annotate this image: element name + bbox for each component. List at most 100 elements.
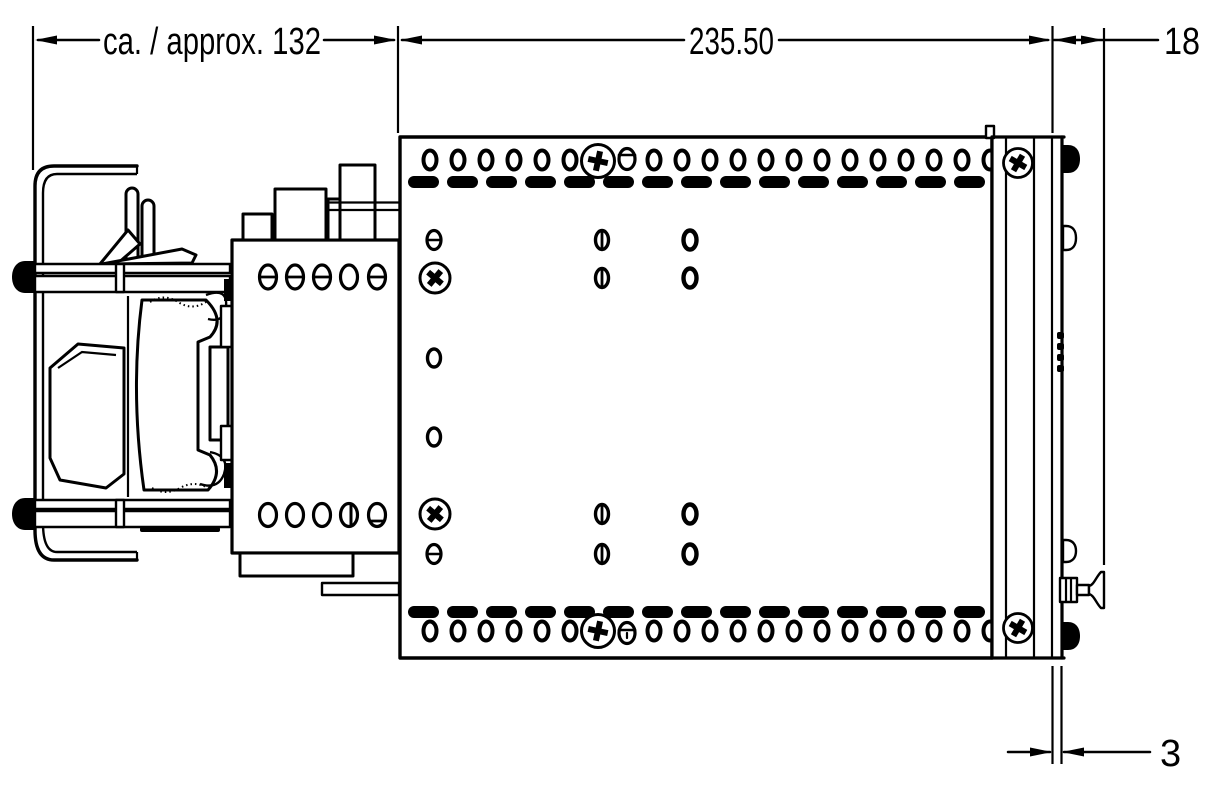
bus-rail-bottom-thin: [33, 498, 232, 511]
bus-rail-top-thin: [33, 262, 232, 275]
terminal-block-body: [230, 238, 401, 555]
bus-rail-bottom-thick: [33, 509, 232, 529]
vent-slot: [954, 176, 985, 188]
vent-hole: [449, 619, 467, 643]
vent-slot: [837, 176, 868, 188]
vent-hole: [869, 619, 887, 643]
terminal-block: [230, 163, 401, 597]
spring-wave-bottom: [151, 483, 209, 493]
rail-end-cap-bottom: [12, 498, 36, 530]
vertical-slot-hole: [593, 228, 611, 566]
block-top-strip: [326, 197, 342, 242]
arrowhead-icon: [1030, 747, 1052, 757]
vent-hole: [757, 148, 775, 172]
vent-slot: [720, 606, 751, 618]
vent-hole: [673, 619, 691, 643]
chassis-plate: [398, 135, 999, 660]
vent-hole: [561, 148, 579, 172]
spring-wave-top: [149, 296, 207, 308]
dimension-label-overall-left: ca. / approx. 132: [103, 21, 321, 63]
rail-end-cap-top: [12, 261, 36, 293]
vent-hole-row-top: [421, 148, 999, 172]
vent-hole: [841, 148, 859, 172]
terminal-screw: [311, 501, 333, 529]
terminal-screw: [257, 501, 279, 529]
vent-slot: [408, 606, 439, 618]
vent-slot: [798, 606, 829, 618]
panel-face: [992, 137, 1064, 658]
vent-slot: [642, 176, 673, 188]
vent-slot: [720, 176, 751, 188]
vent-hole: [785, 148, 803, 172]
vent-slot: [954, 606, 985, 618]
vent-hole: [421, 148, 439, 172]
vent-hole: [897, 148, 915, 172]
phillips-screw-icon: [580, 143, 616, 179]
terminal-screw: [338, 501, 360, 529]
terminal-screw: [366, 501, 388, 529]
arrowhead-icon: [400, 35, 422, 45]
front-panel: [984, 124, 1106, 660]
vent-hole: [645, 619, 663, 643]
phillips-screw-icon: [1002, 147, 1034, 179]
pilot-hole: [425, 426, 443, 448]
slotted-screw-icon: [617, 146, 637, 172]
vent-hole: [785, 619, 803, 643]
dimension-front-depth: 18: [1052, 21, 1200, 565]
din-rail-clip: [134, 298, 219, 492]
vent-hole: [645, 148, 663, 172]
terminal-screw: [338, 263, 360, 291]
arrowhead-icon: [1062, 747, 1084, 757]
vent-hole: [953, 148, 971, 172]
clip-bar: [140, 527, 220, 532]
vent-hole: [505, 148, 523, 172]
connector-housing-inner-line: [57, 350, 117, 369]
vent-slot: [603, 606, 634, 618]
vent-slot: [603, 176, 634, 188]
vent-slot: [525, 176, 556, 188]
vent-slot-row-bottom: [408, 606, 985, 618]
vent-hole: [505, 619, 523, 643]
vent-strip: [1057, 332, 1064, 372]
dimension-overall-left: ca. / approx. 132: [31, 21, 400, 170]
phillips-screw-icon: [418, 497, 452, 531]
vent-hole: [897, 619, 915, 643]
block-edge-bump: [219, 424, 234, 462]
vent-hole: [533, 619, 551, 643]
phillips-screw-icon: [580, 613, 616, 649]
vent-slot: [408, 176, 439, 188]
dimension-label-panel-thickness: 3: [1160, 733, 1181, 775]
vent-hole: [953, 619, 971, 643]
vent-slot: [915, 606, 946, 618]
vent-hole: [813, 619, 831, 643]
screw-head-side: [1063, 145, 1080, 173]
rail-joint-bottom: [114, 498, 126, 529]
vent-hole: [757, 619, 775, 643]
arrowhead-icon: [374, 35, 396, 45]
block-top-bump-1: [241, 212, 274, 242]
captive-thumb-screw: [1058, 570, 1106, 610]
block-top-bump-2: [273, 187, 328, 242]
arrowhead-icon: [1029, 35, 1051, 45]
block-edge-pin: [224, 463, 232, 488]
terminal-screw-row-bottom: [257, 501, 388, 529]
connector-bump: [1061, 538, 1078, 564]
terminal-screw: [284, 501, 306, 529]
block-edge-pin: [224, 279, 232, 301]
vent-hole: [421, 619, 439, 643]
vent-slot: [759, 606, 790, 618]
vent-slot: [759, 176, 790, 188]
vent-slot: [915, 176, 946, 188]
dimension-label-front-depth: 18: [1164, 21, 1200, 63]
dimension-label-body-width: 235.50: [689, 21, 774, 63]
rail-joint-top: [114, 262, 126, 294]
phillips-screw-icon: [1002, 612, 1034, 644]
din-rail-profile: [208, 345, 230, 442]
interior-fasteners: [418, 228, 699, 566]
vent-hole: [701, 619, 719, 643]
vent-hole: [533, 148, 551, 172]
dimension-panel-thickness: 3: [1006, 666, 1181, 775]
vent-hole-row-bottom: [421, 619, 999, 643]
